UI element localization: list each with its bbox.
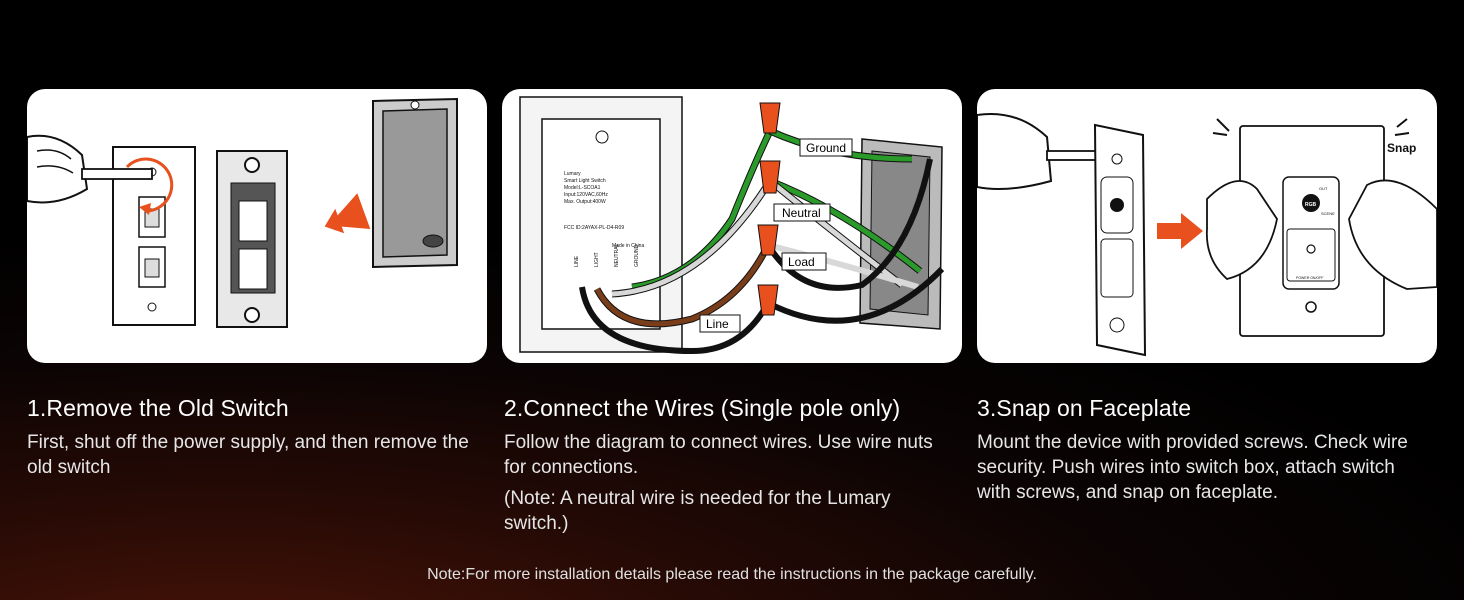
load-wire (594, 243, 771, 327)
mounted-switch (1093, 123, 1147, 357)
installation-footnote: Note:For more installation details pleas… (427, 566, 1037, 583)
step-2-wiring-diagram: Lumary Smart Light Switch Model:L-SCOA1 … (502, 89, 962, 363)
step-3: 3.Snap on Faceplate Mount the device wit… (977, 395, 1427, 511)
terminal-line-label: LINE (574, 255, 580, 267)
line-wire (579, 286, 771, 355)
smart-switch-device: Lumary Smart Light Switch Model:L-SCOA1 … (519, 96, 683, 353)
snap-label: Snap (1387, 141, 1416, 155)
line-label: Line (706, 317, 729, 331)
device-output-label: Max. Output:400W (564, 199, 606, 205)
device-origin-label: Made in China (612, 243, 644, 249)
wire-nut-icon (757, 102, 781, 316)
step-3-body: Mount the device with provided screws. C… (977, 432, 1408, 503)
neutral-wire (611, 179, 773, 297)
out-button-label: OUT (1319, 186, 1328, 191)
wall-plate (112, 146, 196, 326)
neutral-label: Neutral (782, 206, 821, 220)
terminal-ground-label: GROUND (634, 244, 640, 267)
screwdriver-hand-icon (27, 134, 153, 204)
device-product-label: Smart Light Switch (564, 178, 606, 184)
switch-body (216, 150, 288, 328)
step-2-title: 2.Connect the Wires (Single pole only) (504, 395, 901, 421)
step-1-illustration (27, 89, 487, 363)
step-2-body: Follow the diagram to connect wires. Use… (504, 432, 933, 478)
step-3-title: 3.Snap on Faceplate (977, 395, 1192, 421)
step-2-note: (Note: A neutral wire is needed for the … (504, 488, 891, 534)
power-button-label: POWER ON/OFF (1296, 276, 1323, 280)
left-hand-icon (1205, 180, 1278, 280)
direction-arrow-icon (1157, 213, 1203, 249)
rotate-arrow-icon (125, 157, 174, 213)
terminal-neutral-label: NEUTRAL (614, 243, 620, 267)
rgb-button-label: RGB (1305, 202, 1317, 208)
step-3-illustration: RGB OUT SCENE POWER ON/OFF Snap (977, 89, 1437, 363)
device-model-label: Model:L-SCOA1 (564, 185, 601, 191)
step-1-body: First, shut off the power supply, and th… (27, 432, 469, 478)
load-label: Load (788, 255, 815, 269)
device-fcc-label: FCC ID:2AYAX-PL-D4-R09 (564, 225, 624, 231)
right-hand-icon (1348, 179, 1437, 290)
direction-arrow-icon (324, 193, 371, 234)
faceplate: RGB OUT SCENE POWER ON/OFF (1239, 125, 1385, 337)
step-1-title: 1.Remove the Old Switch (27, 395, 289, 421)
terminal-light-label: LIGHT (594, 252, 600, 267)
step-1: 1.Remove the Old Switch First, shut off … (27, 395, 477, 486)
electrical-box (372, 97, 458, 269)
step-2: 2.Connect the Wires (Single pole only) F… (504, 395, 954, 542)
snap-marks-icon (1212, 118, 1230, 136)
scene-button-label: SCENE (1321, 211, 1335, 216)
device-brand-label: Lumary (564, 171, 581, 177)
ground-label: Ground (806, 141, 846, 155)
device-input-label: Input:120VAC,60Hz (564, 192, 608, 198)
screwdriver-hand-icon (977, 113, 1118, 190)
